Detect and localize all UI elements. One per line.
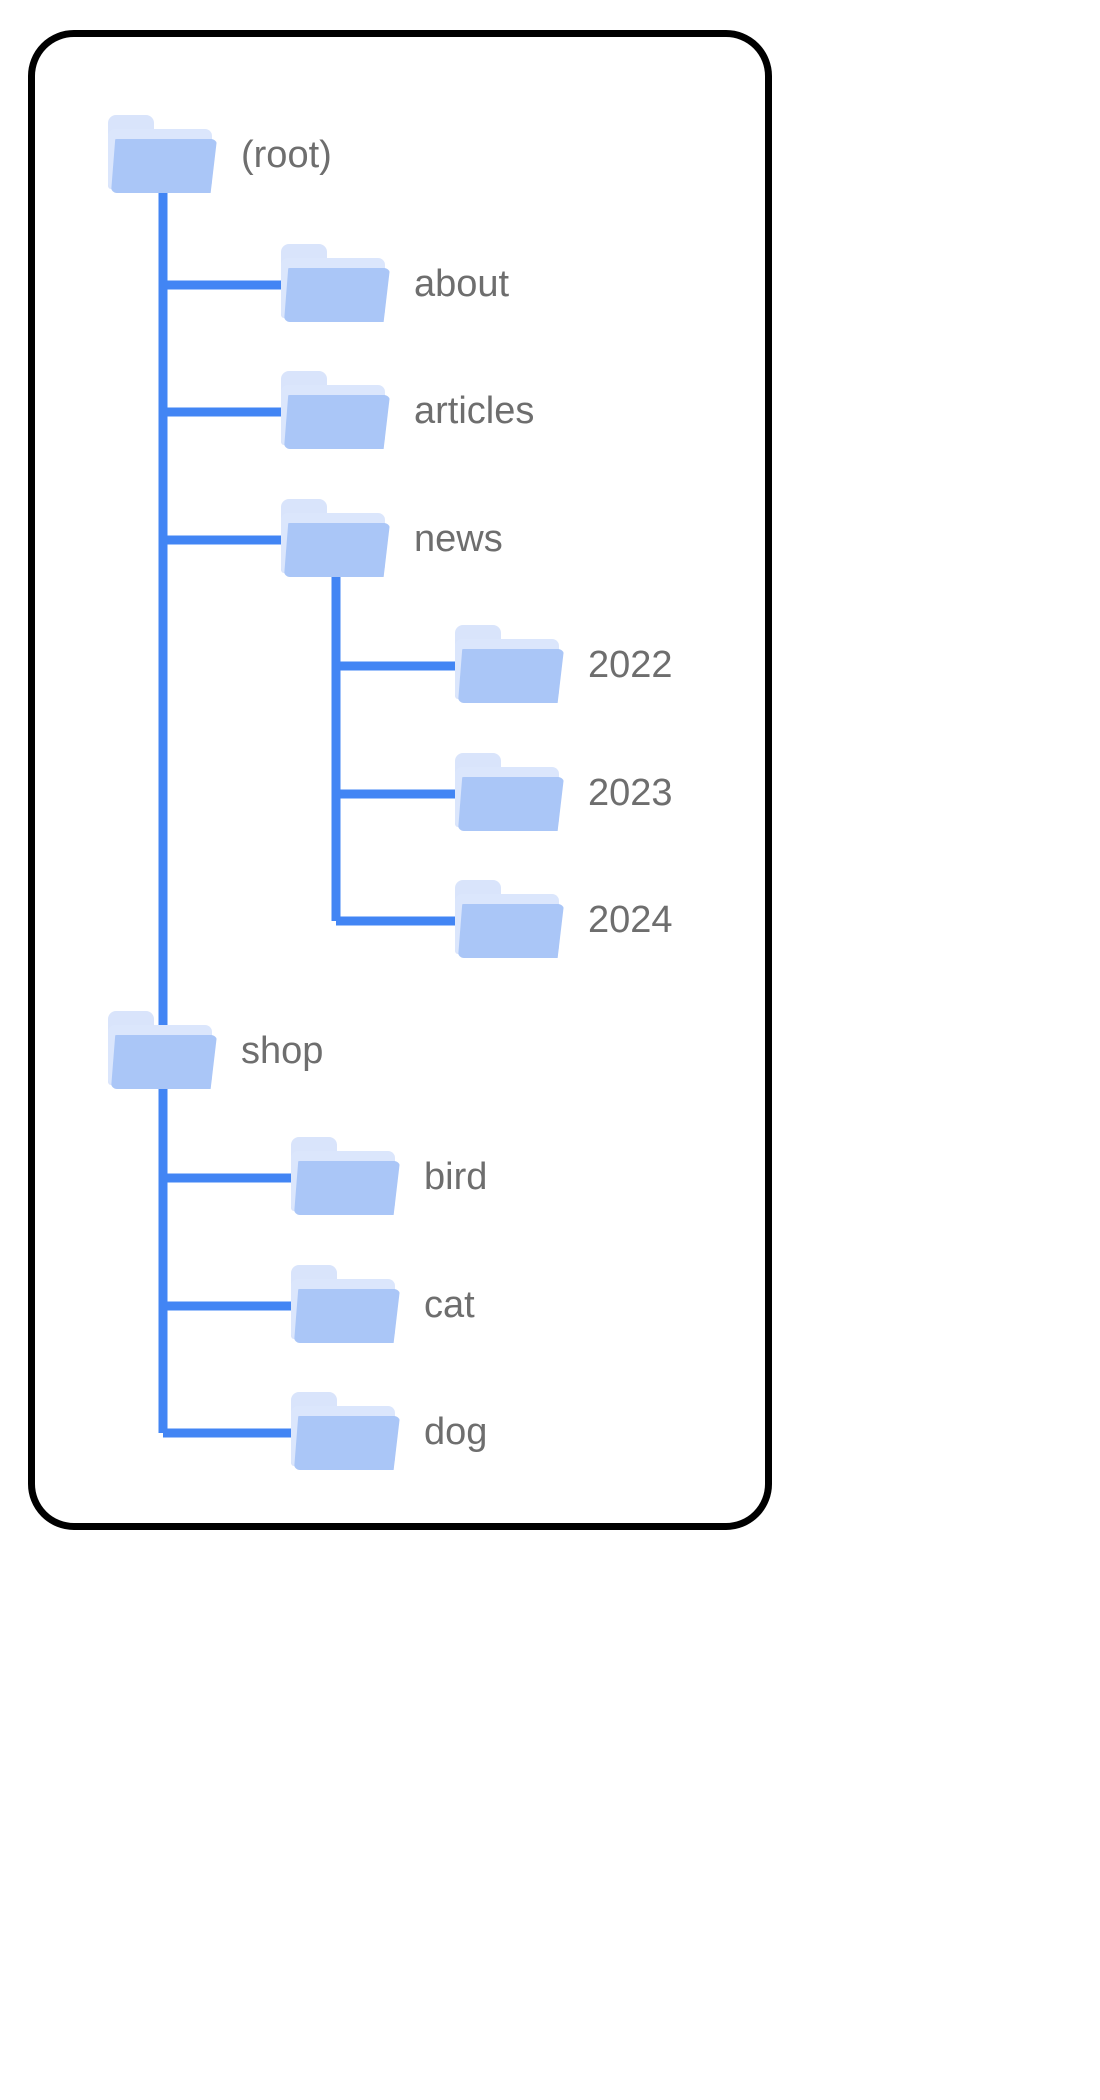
folder-icon <box>107 1005 225 1097</box>
tree-node-about[interactable]: about <box>280 238 509 330</box>
folder-icon <box>290 1131 408 1223</box>
tree-node-shop-bird[interactable]: bird <box>290 1131 487 1223</box>
tree-node-label: 2023 <box>588 772 673 814</box>
tree-node-articles[interactable]: articles <box>280 365 534 457</box>
tree-connectors <box>158 185 458 1438</box>
tree-node-label: bird <box>424 1156 488 1198</box>
tree-node-news[interactable]: news <box>280 493 503 585</box>
folder-icon <box>280 365 398 457</box>
tree-node-label: cat <box>424 1284 475 1326</box>
folder-icon <box>280 238 398 330</box>
tree-node-label: shop <box>241 1030 324 1072</box>
tree-node-shop-dog[interactable]: dog <box>290 1386 487 1478</box>
tree-node-label: news <box>414 518 503 560</box>
tree-node-root[interactable]: (root) <box>107 109 332 201</box>
diagram-card: (root) about articles news <box>28 30 772 1530</box>
folder-icon <box>290 1386 408 1478</box>
tree-node-label: 2024 <box>588 899 673 941</box>
tree-node-label: 2022 <box>588 644 673 686</box>
tree-node-label: articles <box>414 390 535 432</box>
tree-node-news-2024[interactable]: 2024 <box>454 874 673 966</box>
tree-node-shop[interactable]: shop <box>107 1005 323 1097</box>
folder-icon <box>280 493 398 585</box>
tree-node-news-2022[interactable]: 2022 <box>454 619 673 711</box>
folder-tree: (root) about articles news <box>35 37 779 1537</box>
tree-node-label: (root) <box>241 134 332 176</box>
folder-icon <box>290 1259 408 1351</box>
tree-node-shop-cat[interactable]: cat <box>290 1259 475 1351</box>
folder-icon <box>454 619 572 711</box>
tree-node-label: about <box>414 263 510 305</box>
folder-icon <box>454 874 572 966</box>
folder-icon <box>107 109 225 201</box>
tree-node-news-2023[interactable]: 2023 <box>454 747 673 839</box>
tree-node-label: dog <box>424 1411 488 1453</box>
folder-icon <box>454 747 572 839</box>
